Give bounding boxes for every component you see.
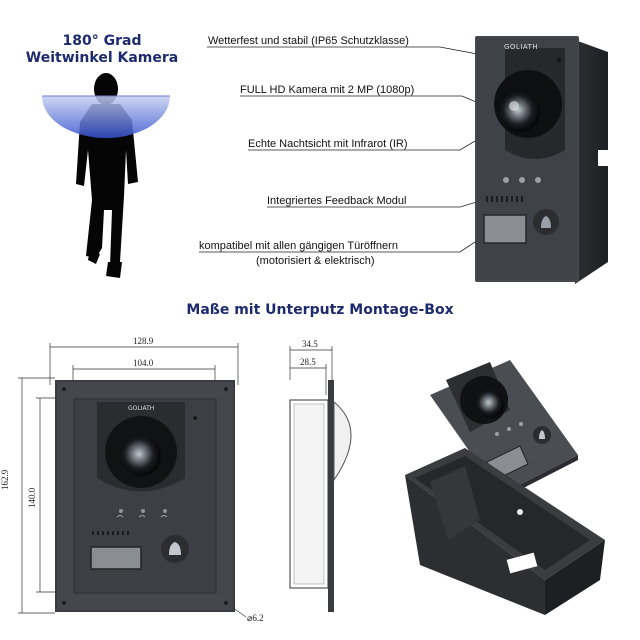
dim-depth-inner: 28.5 [300, 357, 316, 367]
feature-night-vision: Echte Nachtsicht mit Infrarot (IR) [248, 138, 408, 150]
feature-feedback-module: Integriertes Feedback Modul [267, 195, 407, 207]
feature-door-opener-types: (motorisiert & elektrisch) [256, 255, 375, 267]
camera-view-arc [42, 96, 170, 138]
camera-title-line1: 180° Grad [62, 33, 142, 49]
dim-width-outer: 128.9 [133, 336, 154, 346]
feature-weatherproof: Wetterfest und stabil (IP65 Schutzklasse… [208, 35, 409, 47]
feature-fullhd-camera: FULL HD Kamera mit 2 MP (1080p) [240, 84, 415, 96]
dim-hole-diameter: ⌀6.2 [247, 613, 264, 623]
dim-width-inner: 104.0 [133, 358, 154, 368]
dimensions-title: Maße mit Unterputz Montage-Box [186, 302, 454, 318]
camera-title: 180° Grad Weitwinkel Kamera [22, 33, 182, 67]
feature-door-opener-compat: kompatibel mit allen gängigen Türöffnern [199, 240, 398, 252]
device-brand-logo: GOLIATH [504, 43, 539, 51]
dim-depth-outer: 34.5 [302, 339, 318, 349]
front-brand-logo: GOLIATH [128, 405, 155, 412]
camera-title-line2: Weitwinkel Kamera [25, 50, 179, 66]
